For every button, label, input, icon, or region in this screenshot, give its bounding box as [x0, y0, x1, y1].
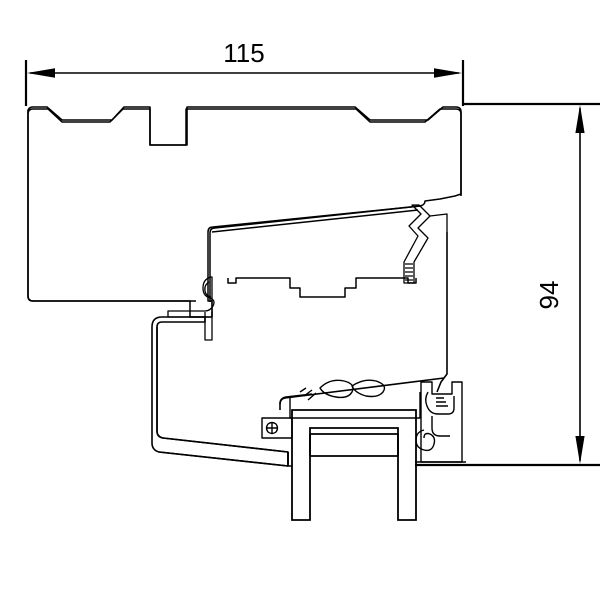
dimension-label-width: 115	[223, 38, 264, 68]
middle-rail-profile	[209, 205, 421, 302]
right-gasket-inner-a	[425, 391, 455, 415]
right-sill-gasket-stack	[415, 381, 466, 463]
right-gasket-lower-coil	[415, 429, 436, 452]
arrowhead-right	[434, 68, 462, 78]
gasket-right-zigzag-hatch	[405, 263, 413, 281]
arrowhead-top	[575, 105, 585, 133]
middle-rail-inner-step	[227, 277, 417, 298]
inner-sash-left-rounded	[279, 393, 313, 405]
frame-left-block	[27, 106, 462, 302]
gasket-left-mid-shape	[167, 276, 215, 318]
gasket-left-mid	[167, 276, 215, 341]
inner-sash-right-body	[279, 232, 448, 410]
dimension-label-height: 94	[534, 281, 564, 310]
gasket-right-zigzag	[403, 204, 448, 284]
gasket-left-mid-inner	[204, 281, 212, 298]
frame-left-block-outline	[27, 106, 462, 196]
middle-rail-top-edge-line	[211, 209, 419, 233]
right-gasket-hatch	[436, 397, 448, 407]
right-gasket-inner-b	[431, 416, 450, 437]
gasket-right-zigzag-outer	[403, 204, 431, 284]
sill-left-screw	[265, 421, 279, 435]
glazing-bead-outline	[291, 409, 417, 521]
vertical-dimension-group	[415, 105, 600, 467]
sill-top-plate	[289, 392, 421, 419]
gasket-right-upper-join	[429, 213, 448, 232]
sill-inner-seal-a	[319, 379, 354, 399]
horizontal-dimension-group	[24, 60, 600, 106]
sash-lower-profile	[151, 316, 289, 467]
sash-bottom-diagonal	[158, 451, 289, 467]
arrowhead-bottom	[575, 436, 585, 464]
gasket-left-mid-tail	[204, 312, 213, 341]
glazing-bead-bracket	[291, 409, 417, 521]
sill-hatch-left	[299, 387, 317, 401]
inner-sash-right-outline	[436, 232, 448, 393]
middle-rail-outline	[209, 205, 421, 302]
sill-threshold-detail	[261, 379, 421, 439]
sash-lower-body	[156, 327, 289, 453]
glazing-bead-mid-bar	[309, 434, 399, 456]
sash-bottom-edge	[158, 451, 292, 467]
arrowhead-left	[27, 68, 55, 78]
sill-inner-seal-b	[351, 379, 386, 398]
outer-frame-profile	[27, 108, 462, 318]
outer-frame-outline	[27, 108, 462, 318]
sill-left-screw-cross	[266, 422, 278, 434]
frame-left-block-bottom	[27, 112, 196, 302]
